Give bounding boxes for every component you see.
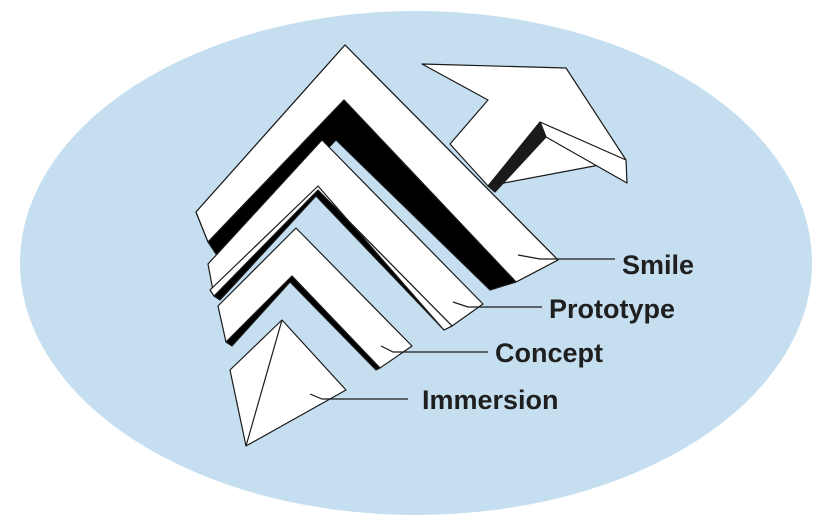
- leader-line-immersion: [309, 393, 408, 400]
- stage-label-immersion: Immersion: [422, 385, 559, 415]
- leader-line-prototype: [452, 301, 542, 308]
- leader-line-smile: [517, 254, 615, 260]
- stage-label-prototype: Prototype: [549, 294, 675, 324]
- arrow-up-right-icon: [421, 63, 628, 193]
- chevron-concept: [217, 227, 413, 371]
- stage-label-concept: Concept: [495, 338, 603, 368]
- chevron-prototype: [207, 139, 484, 331]
- leader-line-concept: [380, 345, 488, 353]
- stage-label-smile: Smile: [622, 250, 694, 280]
- pyramid-immersion: [229, 319, 347, 447]
